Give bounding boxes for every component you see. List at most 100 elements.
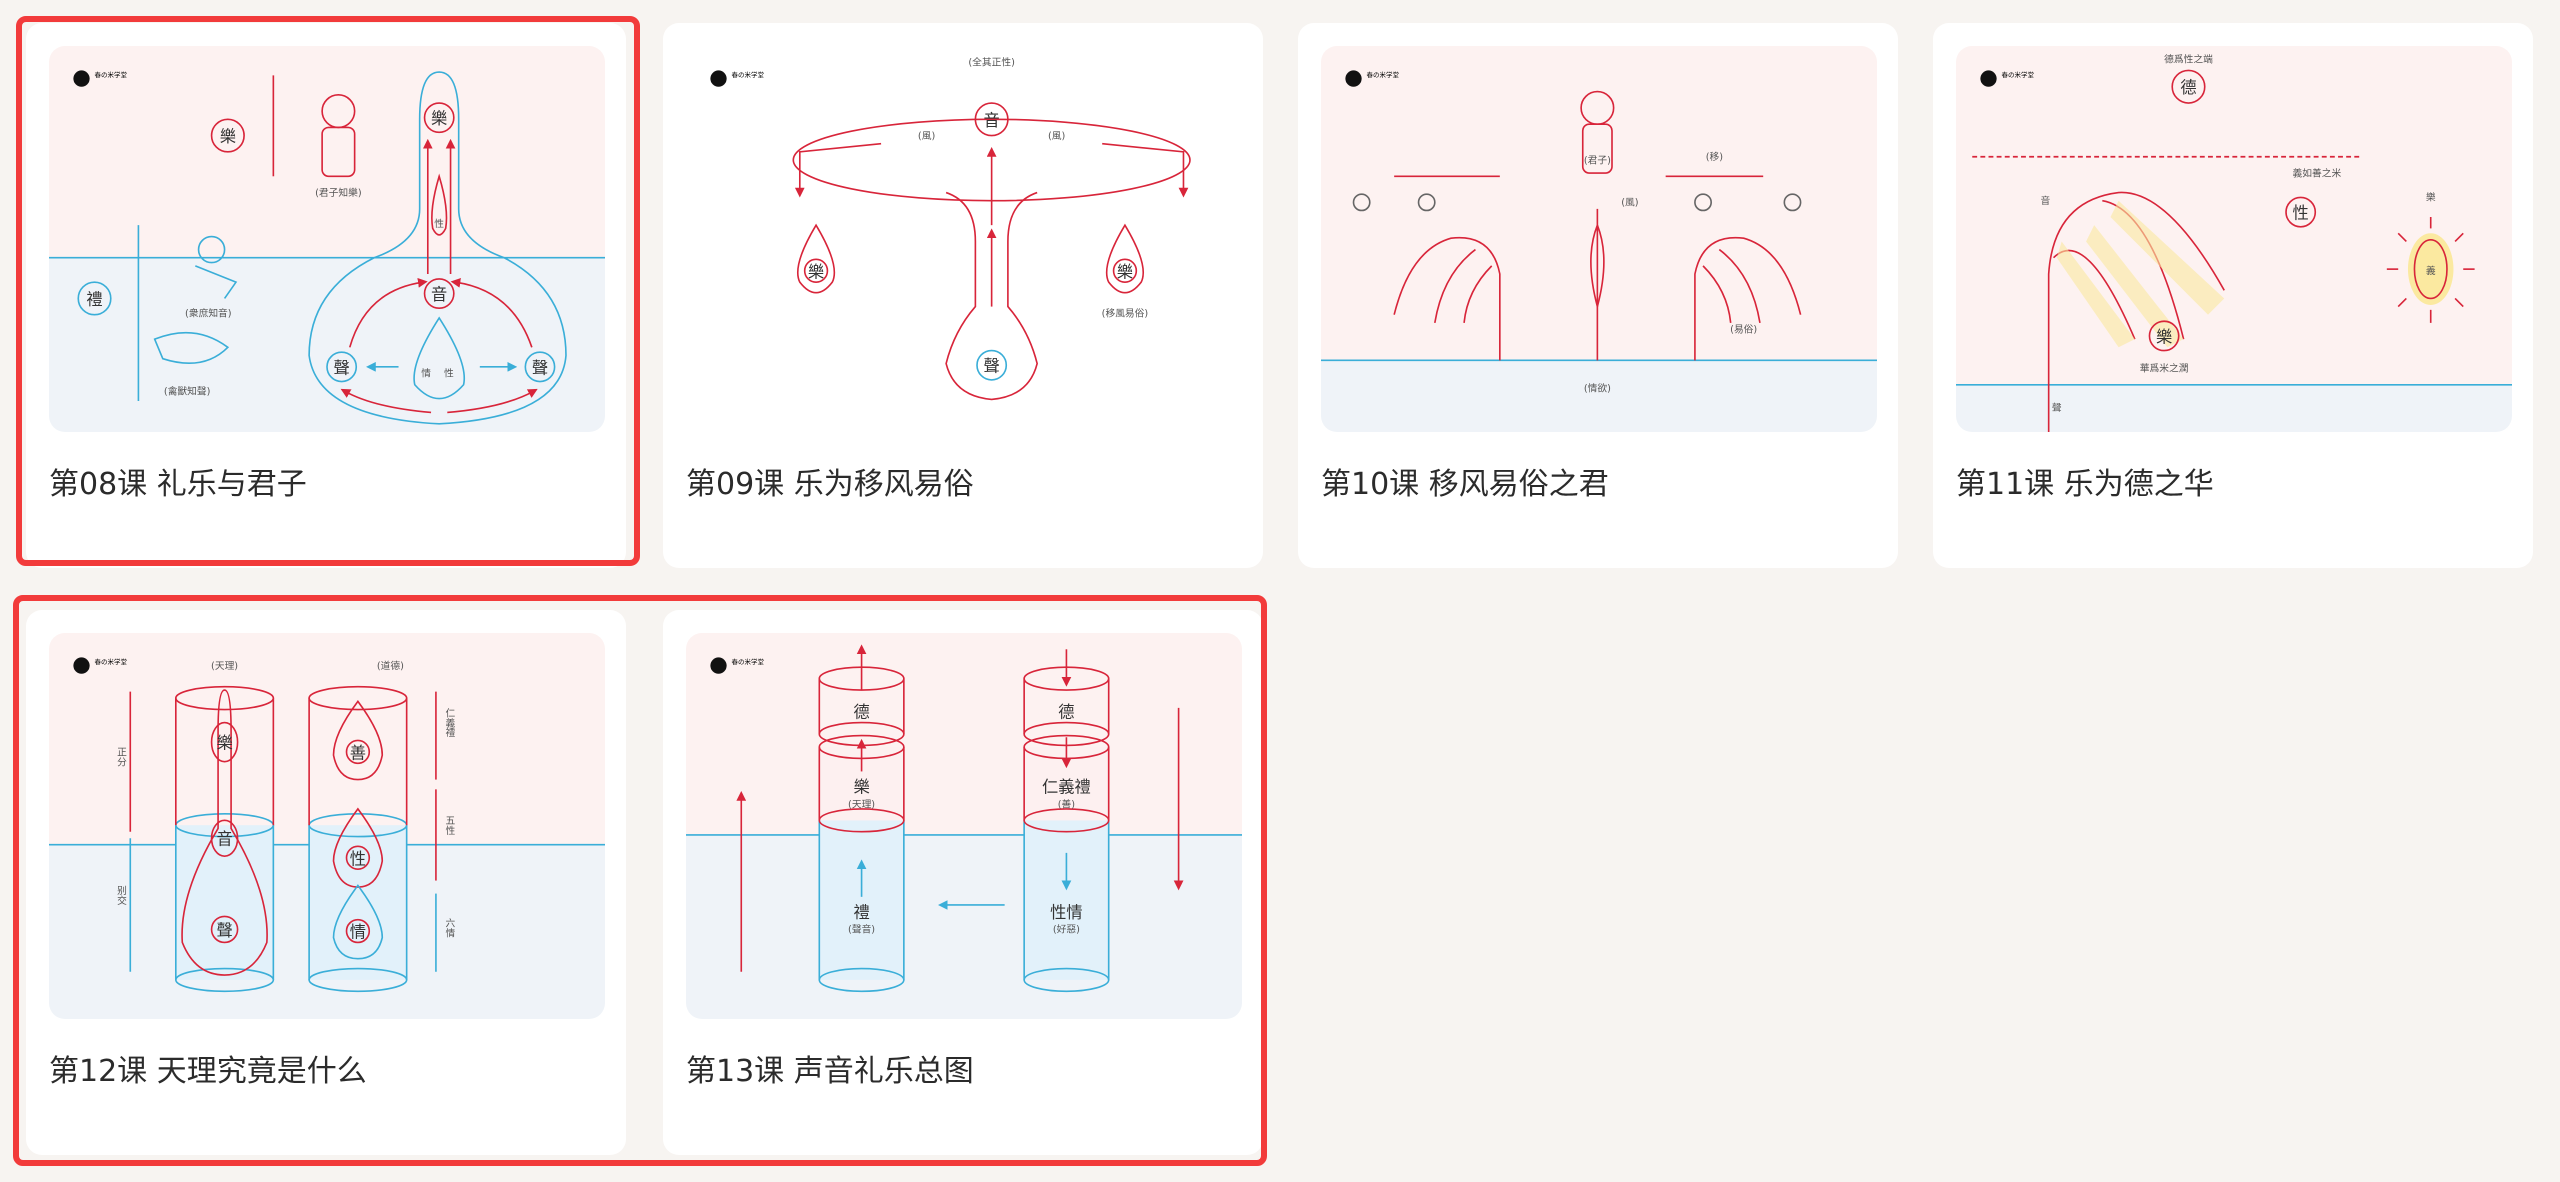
diagram-label: 樂 (220, 127, 236, 146)
diagram-label: (禽獸知聲) (164, 385, 211, 398)
rice-plant-right (1694, 236, 1802, 361)
diagram-label: 音 (2041, 194, 2051, 207)
diagram-label: 樂 (853, 778, 869, 797)
lesson-title[interactable]: 第10课 移风易俗之君 (1321, 467, 1609, 502)
crocodile-icon (153, 331, 230, 365)
diagram-label: (風) (1048, 130, 1065, 142)
diagram-label: 性 (2293, 204, 2309, 223)
diagram-label: 德 (2180, 78, 2196, 97)
diagram-label: 德 (1058, 703, 1074, 722)
diagram-label: 音 (431, 285, 447, 304)
diagram-label: (易俗) (1730, 324, 1757, 336)
logo-icon: 春の米学堂 (73, 657, 127, 674)
diagram-label: (君子知樂) (315, 186, 362, 199)
sun-icon (2386, 217, 2475, 323)
diagram-label: 義 (2426, 264, 2436, 277)
rice-plant-left (1393, 236, 1501, 361)
diagram-label: 樂 (431, 109, 447, 128)
lesson-card-13[interactable]: 春の米学堂 德 樂 (天理) 禮 (聲音) 德 仁義禮 (善) 性情 (好惡) (663, 610, 1263, 1155)
diagram-label: (君子) (1584, 154, 1611, 166)
diagram-label: 春の米学堂 (1367, 70, 1400, 79)
diagram-label: 音 (984, 111, 1000, 130)
diagram-label: 聲 (2052, 401, 2062, 414)
diagram-label: 情 (350, 923, 366, 942)
diagram-label: 聲 (532, 358, 548, 377)
lesson-title[interactable]: 第08课 礼乐与君子 (49, 467, 307, 502)
diagram-label: 春の米学堂 (2002, 70, 2035, 79)
lesson-title[interactable]: 第13课 声音礼乐总图 (686, 1054, 974, 1089)
diagram-label: (移風易俗) (1102, 306, 1149, 319)
lesson-title[interactable]: 第11课 乐为德之华 (1956, 467, 2214, 502)
lesson-card-11[interactable]: 春の米学堂 德爲性之端 德 義如善之米 性 音 樂 華爲米之潤 聲 樂 義 第1… (1933, 23, 2533, 568)
lesson-thumbnail: 春の米学堂 樂 (君子知樂) 禮 (衆庶知音) (禽獸知聲) 樂 性 音 聲 聲… (49, 46, 605, 432)
diagram-label: 性 (350, 849, 366, 868)
diagram-label: 春の米学堂 (95, 657, 128, 666)
lesson-thumbnail: 春の米学堂 德爲性之端 德 義如善之米 性 音 樂 華爲米之潤 聲 樂 義 (1956, 46, 2512, 432)
diagram-label: 仁義禮 (443, 708, 455, 739)
diagram-label: 性 (444, 367, 454, 380)
stem-shape (945, 191, 1038, 401)
logo-icon: 春の米学堂 (710, 70, 764, 87)
cylinder-left (818, 666, 905, 993)
diagram-label: 别交 (115, 885, 127, 906)
lesson-card-12[interactable]: 春の米学堂 (天理) (道德) 樂 音 聲 善 性 情 正分 别交 仁義禮 五性 (26, 610, 626, 1155)
diagram-label: 義如善之米 (2293, 166, 2342, 179)
diagram-label: 善 (350, 743, 366, 762)
diagram-label: 春の米学堂 (732, 70, 765, 79)
diagram-label: 樂 (2426, 191, 2436, 204)
cylinder-tianli (174, 685, 275, 993)
wheat-plant-center (1590, 208, 1605, 361)
diagram-label: (聲音) (848, 923, 875, 936)
wind-cloud-icon (1352, 193, 1802, 212)
diagram-label: 聲 (984, 357, 1000, 376)
logo-icon: 春の米学堂 (1345, 70, 1399, 87)
lesson-thumbnail: 春の米学堂 (君子) (移) (風) (易俗) (情欲) (1321, 46, 1877, 432)
lesson-card-10[interactable]: 春の米学堂 (君子) (移) (風) (易俗) (情欲) 第10课 移风易俗之君 (1298, 23, 1898, 568)
gourd-outline (308, 71, 567, 425)
diagram-label: (衆庶知音) (185, 306, 232, 319)
diagram-label: 春の米学堂 (95, 70, 128, 79)
logo-icon: 春の米学堂 (710, 657, 764, 674)
lesson-thumbnail: 春の米学堂 德 樂 (天理) 禮 (聲音) 德 仁義禮 (善) 性情 (好惡) (686, 633, 1242, 1019)
diagram-label: 春の米学堂 (732, 657, 765, 666)
diagram-label: 德爲性之端 (2164, 52, 2213, 65)
diagram-label: 情 (421, 367, 431, 380)
diagram-label: 禮 (853, 903, 869, 922)
diagram-label: 德 (853, 703, 869, 722)
diagram-label: (全其正性) (968, 56, 1015, 69)
diagram-label: (情欲) (1584, 381, 1611, 394)
diagram-label: 樂 (808, 262, 824, 281)
lesson-title[interactable]: 第12课 天理究竟是什么 (49, 1054, 367, 1089)
lesson-thumbnail: 春の米学堂 (天理) (道德) 樂 音 聲 善 性 情 正分 别交 仁義禮 五性 (49, 633, 605, 1019)
diagram-label: 音 (216, 830, 232, 849)
lesson-thumbnail: 春の米学堂 (全其正性) 音 (風) (風) 樂 樂 (移風易俗) 聲 (686, 46, 1242, 432)
diagram-label: (好惡) (1053, 924, 1080, 936)
diagram-label: 性情 (1050, 903, 1083, 922)
diagram-label: 正分 (115, 747, 127, 767)
logo-icon: 春の米学堂 (1980, 70, 2034, 87)
diagram-label: 性 (434, 217, 444, 230)
diagram-label: 六情 (443, 918, 455, 939)
diagram-label: 樂 (2156, 327, 2172, 346)
diagram-label: 禮 (86, 290, 102, 309)
diagram-label: 樂 (216, 734, 232, 753)
diagram-label: (道德) (377, 659, 404, 672)
diagram-label: 聲 (216, 921, 232, 940)
diagram-label: 五性 (443, 815, 455, 835)
junzi-figure-icon (321, 94, 356, 178)
lesson-card-09[interactable]: 春の米学堂 (全其正性) 音 (風) (風) 樂 樂 (移風易俗) 聲 第09课… (663, 23, 1263, 568)
diagram-label: (風) (918, 130, 935, 142)
lesson-card-08[interactable]: 春の米学堂 樂 (君子知樂) 禮 (衆庶知音) (禽獸知聲) 樂 性 音 聲 聲… (26, 23, 626, 568)
diagram-label: 仁義禮 (1042, 778, 1091, 797)
diagram-label: 聲 (334, 358, 350, 377)
cylinder-daode (308, 685, 408, 993)
junzi-figure-icon (1580, 90, 1615, 174)
diagram-label: (天理) (848, 798, 875, 810)
logo-icon: 春の米学堂 (73, 70, 127, 87)
child-figure-icon (195, 235, 238, 299)
diagram-label: (天理) (211, 660, 238, 672)
diagram-label: 華爲米之潤 (2140, 362, 2189, 375)
diagram-label: 樂 (1117, 262, 1133, 281)
lesson-title[interactable]: 第09课 乐为移风易俗 (686, 467, 974, 502)
diagram-label: (移) (1706, 150, 1723, 163)
